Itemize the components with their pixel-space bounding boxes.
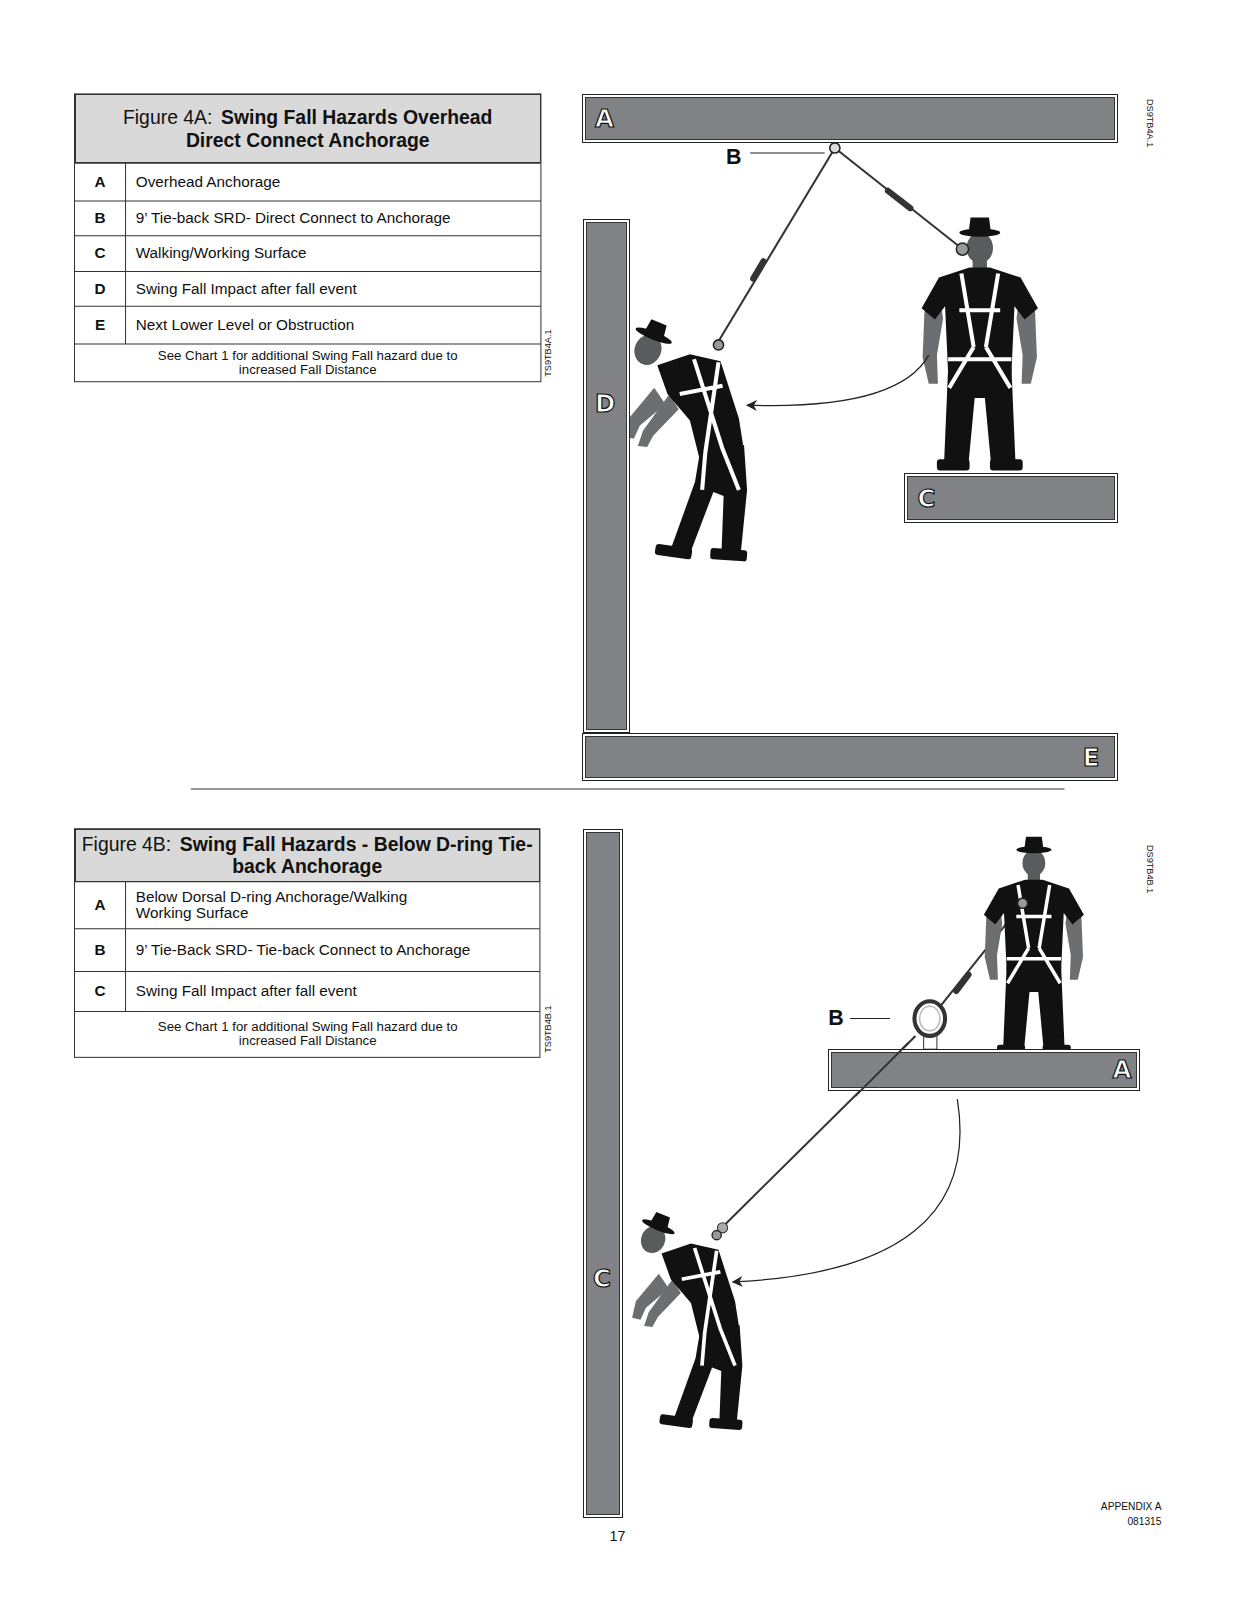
key-letter-holder: B <box>75 201 126 236</box>
figure-number: Figure 4A: <box>123 106 212 128</box>
swing-arrow <box>747 355 929 405</box>
revision-code: 081315 <box>1127 1516 1161 1527</box>
surface-band: D <box>583 219 630 732</box>
key-description: Overhead Anchorage <box>136 174 281 191</box>
key-letter-holder: E <box>75 306 126 344</box>
leader-line <box>750 153 825 154</box>
key-letter: B <box>94 210 105 227</box>
figure-title: Swing Fall Hazards Overhead Direct Conne… <box>186 106 493 150</box>
key-description: Below Dorsal D-ring Anchorage/Walking Wo… <box>136 889 434 922</box>
key-letter-holder: C <box>75 972 126 1012</box>
key-letter-holder: A <box>75 163 126 201</box>
band-letter: E <box>1083 746 1100 771</box>
drawing-code-holder: TS9TB4A.1 <box>544 325 556 382</box>
title-text-wrap: Figure 4B: Swing Fall Hazards - Below D-r… <box>78 833 537 878</box>
table-note: See Chart 1 for additional Swing Fall ha… <box>143 1020 472 1049</box>
callout-letter: B <box>828 1007 843 1030</box>
anchorage-ring <box>914 1001 945 1049</box>
standing-worker <box>922 217 1038 470</box>
key-description-holder: Next Lower Level or Obstruction <box>136 306 534 344</box>
callout-letter-holder: B <box>823 1005 850 1032</box>
appendix-label-holder: APPENDIX A <box>1061 1499 1161 1513</box>
callout-letter: B <box>726 146 741 169</box>
key-letter: B <box>94 942 105 959</box>
surface-band: E <box>582 733 1118 781</box>
key-letter: D <box>94 281 105 298</box>
key-letter-holder: D <box>75 271 126 306</box>
revision-code-holder: 081315 <box>1061 1515 1161 1529</box>
band-letter: D <box>595 392 615 417</box>
key-description-holder: Overhead Anchorage <box>136 163 534 201</box>
drawing-code: TS9TB4A.1 <box>543 329 553 376</box>
key-description-holder: Swing Fall Impact after fall event <box>136 271 534 306</box>
leader-line <box>850 1018 890 1019</box>
page-number: 17 <box>610 1529 626 1544</box>
drawing-code: DS9TB4A.1 <box>1144 99 1154 147</box>
appendix-label: APPENDIX A <box>1101 1501 1162 1512</box>
surface-band: A <box>582 94 1118 143</box>
key-letter: E <box>95 317 105 334</box>
key-description: Swing Fall Impact after fall event <box>136 281 357 298</box>
drawing-code: TS9TB4B.1 <box>543 1005 553 1052</box>
standing-worker <box>984 837 1084 1055</box>
key-letter-holder: A <box>75 882 126 929</box>
page-number-holder: 17 <box>597 1527 638 1547</box>
key-description: Swing Fall Impact after fall event <box>136 983 357 1000</box>
table-note-holder: See Chart 1 for additional Swing Fall ha… <box>75 1011 541 1057</box>
falling-worker <box>624 315 747 561</box>
key-description: Walking/Working Surface <box>136 245 307 262</box>
key-description-holder: 9’ Tie-Back SRD- Tie-back Connect to Anc… <box>136 929 534 972</box>
drawing-code-holder: DS9TB4A.1 <box>1141 95 1153 152</box>
callout-letter-holder: B <box>721 144 748 171</box>
d-ring <box>1018 898 1028 908</box>
table-note-holder: See Chart 1 for additional Swing Fall ha… <box>75 344 541 382</box>
drawing-code-holder: DS9TB4B.1 <box>1141 841 1153 898</box>
key-description-holder: Swing Fall Impact after fall event <box>136 972 534 1012</box>
d-ring <box>956 243 968 255</box>
band-letter: A <box>1112 1058 1131 1083</box>
separator-line <box>191 788 1065 789</box>
band-letter: A <box>595 107 614 132</box>
surface-band: C <box>904 473 1117 523</box>
surface-band: A <box>828 1049 1140 1091</box>
figure-title: Swing Fall Hazards - Below D-ring Tie-ba… <box>180 833 533 877</box>
title-text-wrap: Figure 4A:Swing Fall Hazards Overhead Di… <box>123 106 492 151</box>
key-description: 9’ Tie-back SRD- Direct Connect to Ancho… <box>136 210 451 227</box>
key-letter: C <box>94 245 105 262</box>
key-description: Next Lower Level or Obstruction <box>136 317 355 334</box>
figure-number: Figure 4B: <box>82 833 171 855</box>
band-letter: C <box>593 1267 611 1292</box>
key-letter-holder: C <box>75 236 126 272</box>
key-description-holder: Below Dorsal D-ring Anchorage/Walking Wo… <box>136 882 534 929</box>
table-grid <box>75 94 541 1057</box>
key-letter: A <box>94 174 105 191</box>
swing-arrow <box>733 1099 960 1282</box>
key-description-holder: 9’ Tie-back SRD- Direct Connect to Ancho… <box>136 201 534 236</box>
key-description: 9’ Tie-Back SRD- Tie-back Connect to Anc… <box>136 942 470 959</box>
falling-worker <box>632 1208 743 1430</box>
key-letter-holder: B <box>75 929 126 972</box>
key-description-holder: Walking/Working Surface <box>136 236 534 272</box>
figure-title-box: Figure 4A:Swing Fall Hazards Overhead Di… <box>75 94 541 163</box>
figure-title-box: Figure 4B: Swing Fall Hazards - Below D-r… <box>75 829 540 882</box>
band-letter: C <box>918 487 936 512</box>
drawing-code-holder: TS9TB4B.1 <box>544 1000 556 1057</box>
surface-band: C <box>583 829 623 1518</box>
drawing-code: DS9TB4B.1 <box>1144 845 1154 893</box>
table-note: See Chart 1 for additional Swing Fall ha… <box>149 349 467 378</box>
key-letter: A <box>94 897 105 914</box>
key-letter: C <box>94 983 105 1000</box>
